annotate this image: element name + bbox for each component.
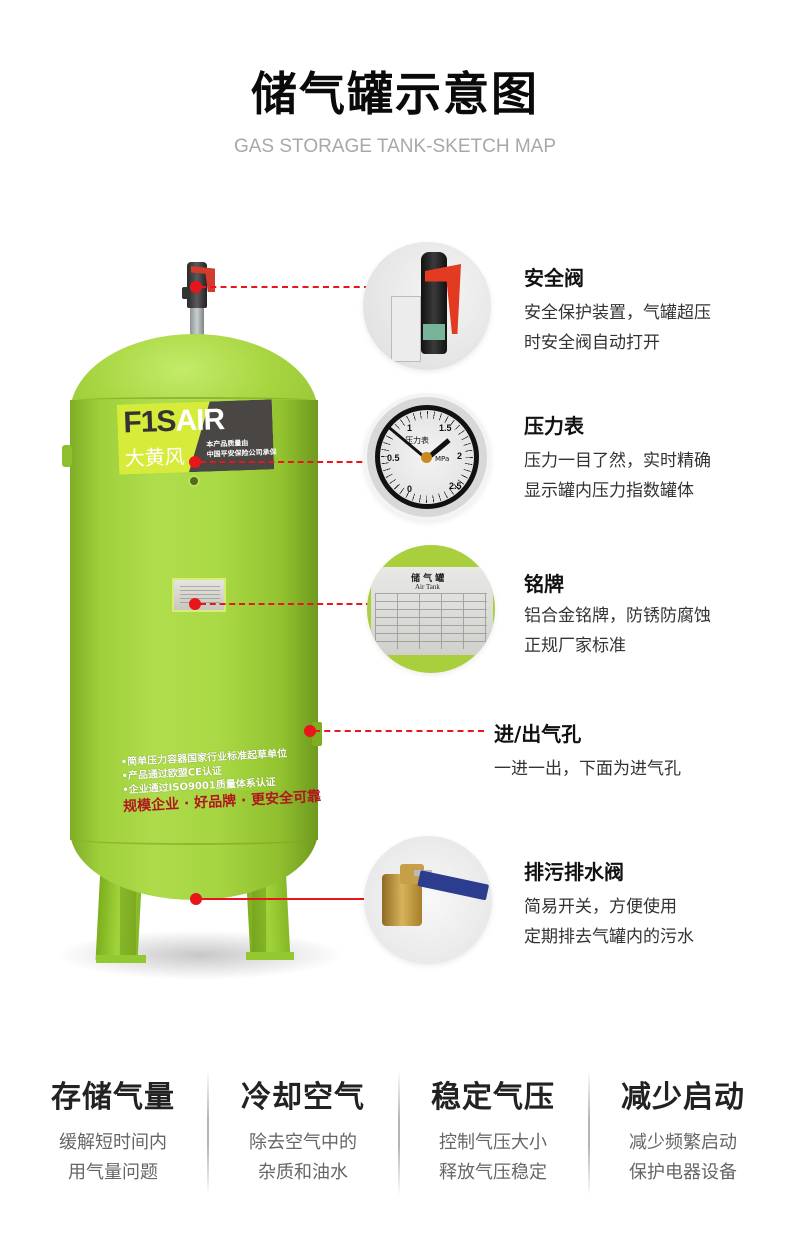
brand-cn-name: 大黄风 — [124, 444, 186, 471]
page-title: 储气罐示意图 — [251, 67, 539, 121]
divider — [207, 1070, 209, 1196]
tank-illustration: F1SAIR 大黄风 本产品质量由 中国平安保险公司承保 •简单压力容器国家行业… — [0, 0, 360, 1000]
callout-desc-nameplate: 铝合金铭牌，防锈防腐蚀 正规厂家标准 — [524, 601, 711, 661]
feature-title: 减少启动 — [621, 1080, 745, 1115]
gauge-tick-label: 1.5 — [439, 423, 452, 433]
tank-nameplate — [172, 578, 226, 612]
valve-pipe — [190, 305, 204, 335]
callout-title-nameplate: 铭牌 — [524, 572, 564, 596]
feature-line: 用气量问题 — [68, 1162, 158, 1183]
desc-line: 铝合金铭牌，防锈防腐蚀 — [524, 606, 711, 626]
gauge-unit: MPa — [435, 455, 450, 463]
tank-body — [70, 400, 318, 840]
gauge-label: 压力表 — [405, 436, 429, 445]
callout-desc-pressure-gauge: 压力一目了然，实时精确 显示罐内压力指数罐体 — [524, 446, 711, 506]
side-port-left — [62, 445, 72, 467]
desc-line: 一进一出，下面为进气孔 — [494, 759, 681, 779]
desc-line: 压力一目了然，实时精确 — [524, 451, 711, 471]
callout-line-pressure-gauge — [200, 461, 372, 463]
plate-title-en: Air Tank — [415, 583, 440, 591]
plate: 储 气 罐 Air Tank — [371, 567, 493, 655]
callout-dot-drain-valve — [190, 893, 202, 905]
plate-grid — [375, 593, 487, 649]
divider — [398, 1070, 400, 1196]
desc-line: 定期排去气罐内的污水 — [524, 927, 694, 947]
brand-logo-part2: AIR — [174, 403, 225, 438]
feature-title: 冷却空气 — [241, 1080, 365, 1115]
desc-line: 简易开关，方便使用 — [524, 897, 677, 917]
feature-line: 控制气压大小 — [439, 1132, 547, 1153]
feature-line: 释放气压稳定 — [439, 1162, 547, 1183]
gauge-tick-label: 0.5 — [387, 453, 400, 463]
divider — [588, 1070, 590, 1196]
callout-line-drain-valve — [200, 898, 372, 900]
feature-title: 稳定气压 — [431, 1080, 555, 1115]
feature-cool-air: 冷却空气 除去空气中的 杂质和油水 — [208, 1062, 398, 1192]
callout-dot-nameplate — [189, 598, 201, 610]
gauge-port — [190, 477, 198, 485]
callout-line-inlet-outlet — [314, 730, 484, 732]
valve-label — [423, 324, 445, 340]
feature-reduce-starts: 减少启动 减少频繁启动 保护电器设备 — [588, 1062, 778, 1192]
callout-desc-inlet-outlet: 一进一出，下面为进气孔 — [494, 754, 681, 784]
callout-title-pressure-gauge: 压力表 — [524, 414, 584, 438]
tank-leg-left-inner — [120, 880, 136, 960]
safety-valve-photo — [363, 242, 491, 370]
pressure-gauge-photo: 0 0.5 1 1.5 2 2.5 压力表 MPa — [363, 393, 491, 521]
brand-note: 本产品质量由 中国平安保险公司承保 — [206, 437, 277, 459]
feature-line: 减少频繁启动 — [629, 1132, 737, 1153]
tank-leg-right-inner — [252, 880, 266, 958]
feature-line: 缓解短时间内 — [59, 1132, 167, 1153]
callout-title-inlet-outlet: 进/出气孔 — [494, 722, 582, 746]
desc-line: 安全保护装置，气罐超压 — [524, 303, 711, 323]
valve-side-port — [182, 287, 190, 299]
callout-line-safety-valve — [200, 286, 370, 288]
callout-title-safety-valve: 安全阀 — [524, 266, 584, 290]
valve-tag — [391, 296, 421, 362]
plate-title-cn: 储 气 罐 — [411, 574, 445, 584]
tank-seam-bottom — [80, 835, 308, 845]
callout-dot-inlet-outlet — [304, 725, 316, 737]
feature-row: 存储气量 缓解短时间内 用气量问题 冷却空气 除去空气中的 杂质和油水 稳定气压… — [0, 1062, 790, 1196]
tank-slogans: •简单压力容器国家行业标准起草单位 •产品通过欧盟CE认证 •企业通过ISO90… — [121, 748, 322, 816]
tank-foot-left — [96, 955, 146, 963]
feature-line: 杂质和油水 — [258, 1162, 348, 1183]
feature-stable-pressure: 稳定气压 控制气压大小 释放气压稳定 — [398, 1062, 588, 1192]
callout-title-drain-valve: 排污排水阀 — [524, 860, 624, 884]
tank-dome-bottom — [70, 790, 318, 900]
callout-desc-drain-valve: 简易开关，方便使用 定期排去气罐内的污水 — [524, 892, 694, 952]
feature-title: 存储气量 — [51, 1080, 175, 1115]
brand-logo-part1: F1S — [122, 404, 177, 440]
inlet-outlet-port — [312, 722, 322, 746]
callout-dot-pressure-gauge — [189, 456, 201, 468]
feature-line: 保护电器设备 — [629, 1162, 737, 1183]
feature-line: 除去空气中的 — [249, 1132, 357, 1153]
page-subtitle: GAS STORAGE TANK-SKETCH MAP — [233, 136, 556, 157]
nameplate-photo: 储 气 罐 Air Tank — [367, 545, 495, 673]
brand-logo: F1SAIR — [123, 403, 225, 440]
gauge-tick-label: 0 — [407, 484, 413, 494]
tank-foot-right — [246, 952, 294, 960]
gauge-tick-label: 2.5 — [449, 481, 462, 491]
tank-seam-top — [78, 397, 310, 403]
callout-desc-safety-valve: 安全保护装置，气罐超压 时安全阀自动打开 — [524, 298, 711, 358]
feature-store-air: 存储气量 缓解短时间内 用气量问题 — [18, 1062, 208, 1192]
desc-line: 显示罐内压力指数罐体 — [524, 481, 694, 501]
gauge-tick-label: 2 — [457, 451, 463, 461]
gauge-tick-label: 1 — [407, 423, 413, 433]
desc-line: 时安全阀自动打开 — [524, 333, 660, 353]
drain-valve-photo — [364, 836, 492, 964]
desc-line: 正规厂家标准 — [524, 636, 626, 656]
gauge-hub — [421, 452, 432, 463]
callout-dot-safety-valve — [190, 281, 202, 293]
callout-line-nameplate — [200, 603, 372, 605]
